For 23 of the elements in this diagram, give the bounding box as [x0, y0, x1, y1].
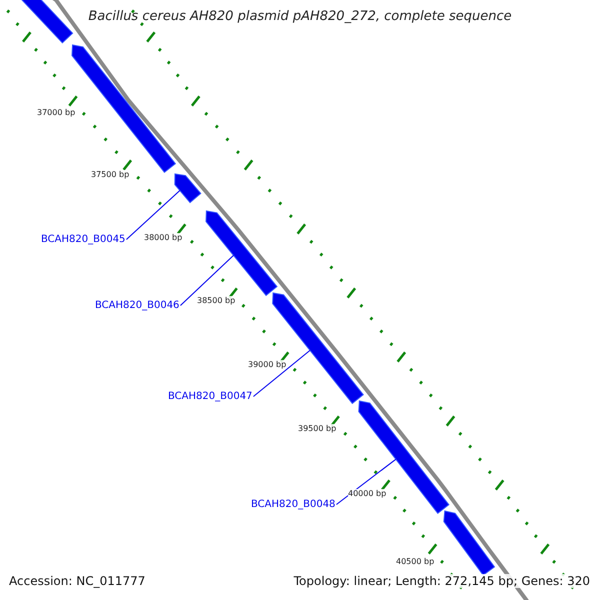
scale-label: 37000 bp	[37, 108, 76, 117]
scale-label: 39000 bp	[248, 360, 286, 369]
scale-label: 38000 bp	[144, 233, 182, 242]
accession-text: Accession: NC_011777	[9, 574, 146, 588]
leader-line	[180, 254, 234, 306]
leader-line	[252, 350, 310, 397]
gene-label: BCAH820_B0045	[41, 234, 126, 245]
gene-block	[272, 292, 364, 404]
scale-label: 40500 bp	[396, 557, 434, 566]
scale-label: 38500 bp	[197, 296, 236, 305]
scale-label: 40000 bp	[348, 489, 386, 498]
gene-label: BCAH820_B0047	[168, 391, 252, 402]
leader-line	[126, 190, 180, 240]
gene-block	[206, 210, 278, 296]
gene-block	[174, 173, 202, 204]
scale-label: 37500 bp	[91, 170, 130, 179]
leader-line	[336, 458, 396, 505]
summary-text: Topology: linear; Length: 272,145 bp; Genes: 320	[294, 574, 590, 588]
gene-label: BCAH820_B0048	[251, 499, 336, 510]
title: Bacillus cereus AH820 plasmid pAH820_272, complete sequence	[87, 9, 513, 24]
gene-block	[443, 510, 496, 576]
gene-label: BCAH820_B0046	[95, 300, 180, 311]
scale-label: 39500 bp	[298, 424, 336, 433]
